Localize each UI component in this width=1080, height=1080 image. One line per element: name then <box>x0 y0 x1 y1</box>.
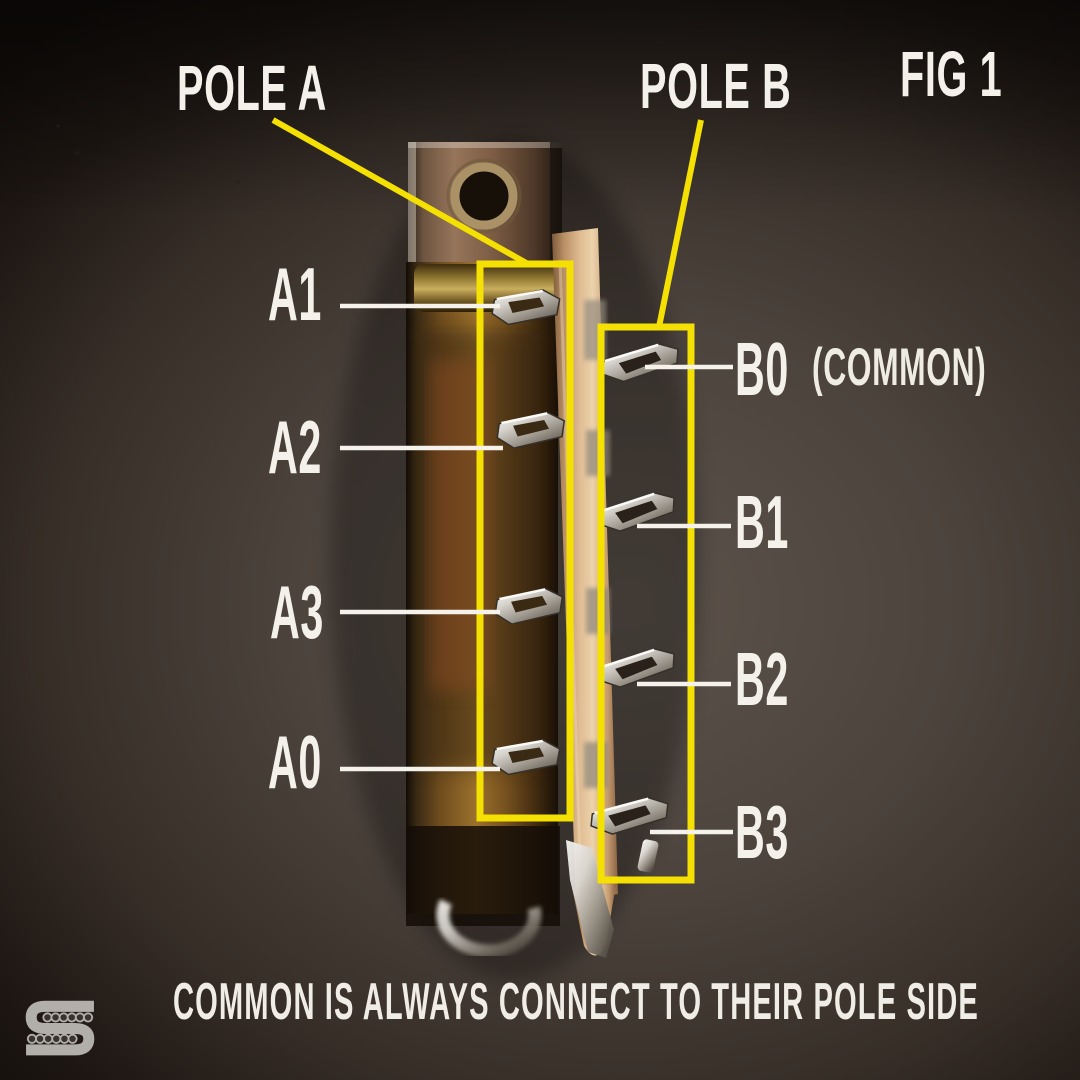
terminal-label-b2: B2 <box>735 637 789 721</box>
terminal-label-a0: A0 <box>268 720 322 804</box>
pole-b-box <box>597 323 695 884</box>
terminal-label-b0: B0 <box>735 327 789 411</box>
seymour-duncan-s-logo <box>25 1000 95 1056</box>
pole-a-label: POLE A <box>177 52 327 124</box>
fig-label: FIG 1 <box>900 38 1003 110</box>
pole-b-pointer-line <box>656 119 704 328</box>
figure-caption: COMMON IS ALWAYS CONNECT TO THEIR POLE S… <box>173 973 979 1031</box>
pole-a-box <box>476 260 574 822</box>
terminal-label-a3: A3 <box>270 570 324 654</box>
terminal-label-a2: A2 <box>268 405 322 489</box>
terminal-label-a1: A1 <box>268 252 322 336</box>
terminal-label-b1: B1 <box>735 480 789 564</box>
pole-a-pointer-line <box>271 117 530 267</box>
terminal-label-b3: B3 <box>735 790 789 874</box>
pole-annotations <box>271 117 704 884</box>
bracket-tab-top-edge <box>408 142 562 148</box>
terminal-note-b0-common: (COMMON) <box>812 338 987 397</box>
bracket-tab-highlight <box>408 142 416 268</box>
logo-pole-dots <box>26 1012 94 1044</box>
mounting-hole-rim <box>446 158 522 234</box>
mounting-hole <box>450 162 518 230</box>
terminal-b3-tail <box>637 839 659 873</box>
pole-b-label: POLE B <box>640 50 792 122</box>
solder-lug <box>566 840 614 958</box>
logo-s-band <box>25 1000 95 1056</box>
spring-coil <box>436 899 542 958</box>
callout-lines <box>340 303 733 835</box>
dust-specks <box>56 124 240 184</box>
